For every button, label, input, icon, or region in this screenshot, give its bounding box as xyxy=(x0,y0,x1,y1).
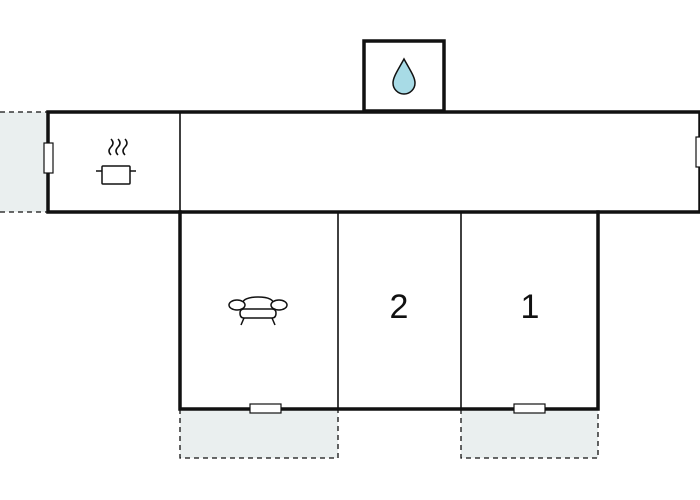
exterior-walls xyxy=(46,110,700,411)
interior-walls xyxy=(179,112,598,409)
terrace-south-right xyxy=(460,409,599,459)
window-east xyxy=(695,136,700,168)
terrace-west xyxy=(0,111,48,213)
window-bedroom-1 xyxy=(513,403,546,414)
terrace-south-left xyxy=(179,409,339,459)
window-west xyxy=(43,142,54,174)
window-living xyxy=(249,403,282,414)
room-number-2: 2 xyxy=(390,288,409,326)
water-drop-icon xyxy=(392,57,416,95)
cooking-pot-icon xyxy=(96,138,136,185)
sofa-icon xyxy=(228,296,288,326)
room-number-1: 1 xyxy=(521,288,540,326)
